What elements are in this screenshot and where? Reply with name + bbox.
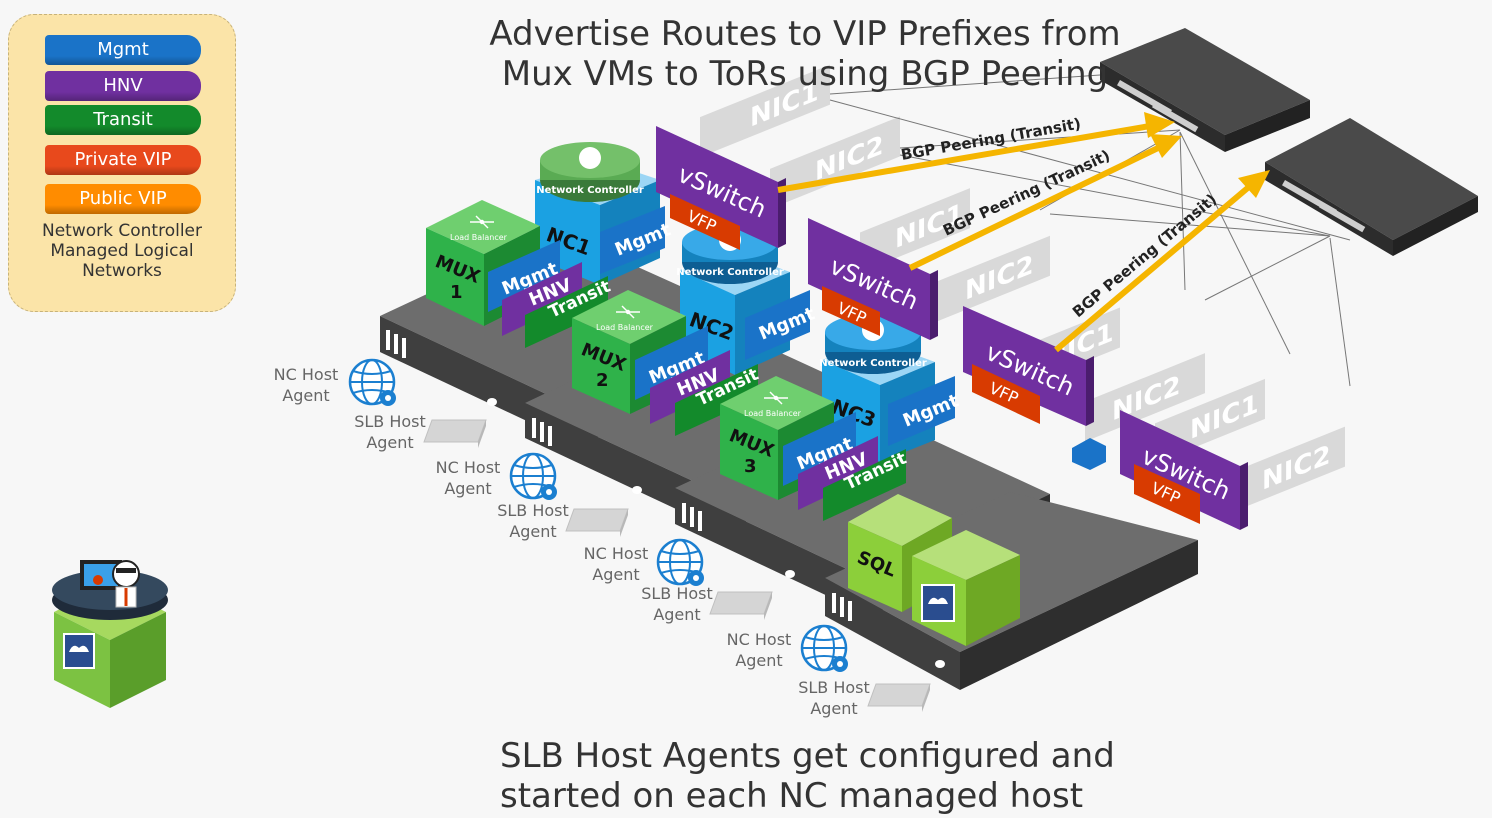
- footer-caption: SLB Host Agents get configured and start…: [500, 736, 1220, 816]
- slb-host-agent-label: Agent: [810, 699, 857, 718]
- nc-host-agent-label: NC Host: [274, 365, 339, 384]
- slb-host-agent-label: Agent: [653, 605, 700, 624]
- lb-icon-label: Load Balancer: [744, 409, 802, 418]
- mux1-vm: Load Balancer MUX 1 Mgmt HNV Transit: [426, 200, 614, 348]
- legend-transit: Transit: [45, 105, 201, 135]
- vswitch-3: vSwitch VFP: [963, 306, 1094, 426]
- mux3-number: 3: [744, 456, 757, 477]
- nc-host-agent-label: NC Host: [584, 544, 649, 563]
- title-line-1: Advertise Routes to VIP Prefixes from: [489, 14, 1121, 54]
- legend-panel: Mgmt HNV Transit Private VIP Public VIP …: [8, 14, 236, 312]
- nc-host-agent-label: Agent: [592, 565, 639, 584]
- page-title: Advertise Routes to VIP Prefixes from Mu…: [430, 14, 1180, 94]
- host-agents-2: NC Host Agent SLB Host Agent: [436, 452, 629, 541]
- lb-icon-label: Load Balancer: [450, 233, 508, 242]
- load-balancer-icon: [565, 508, 629, 538]
- legend-hnv: HNV: [45, 71, 201, 101]
- load-balancer-icon: [867, 683, 931, 713]
- legend-mgmt: Mgmt: [45, 35, 201, 65]
- globe-icon: [348, 358, 398, 408]
- legend-caption: Network Controller Managed Logical Netwo…: [17, 221, 227, 281]
- sql-vm: SQL: [848, 494, 1020, 646]
- legend-caption-line-3: Networks: [82, 261, 162, 281]
- nc-host-agent-label: Agent: [444, 479, 491, 498]
- nc-icon-label: Network Controller: [819, 358, 927, 369]
- slb-host-agent-label: Agent: [509, 522, 556, 541]
- host-agents-1: NC Host Agent SLB Host Agent: [274, 358, 487, 452]
- legend-caption-line-2: Managed Logical: [50, 241, 194, 261]
- blue-nic-port: [1072, 438, 1106, 470]
- tor-switch-1: [1100, 28, 1310, 152]
- nc-host-agent-label: NC Host: [727, 630, 792, 649]
- bgp-label-3: BGP Peering (Transit): [1069, 190, 1220, 321]
- mux1-number: 1: [450, 282, 463, 303]
- admin-workstation-icon: [52, 560, 168, 708]
- slb-host-agent-label: SLB Host: [798, 678, 870, 697]
- globe-icon: [656, 538, 706, 588]
- load-balancer-icon: [423, 419, 487, 449]
- slb-host-agent-label: Agent: [366, 433, 413, 452]
- nc-host-agent-label: NC Host: [436, 458, 501, 477]
- globe-icon: [800, 624, 850, 674]
- nc-icon-label: Network Controller: [536, 185, 644, 196]
- globe-icon: [509, 452, 559, 502]
- cabling-lines: [829, 74, 1351, 387]
- slb-host-agent-label: SLB Host: [354, 412, 426, 431]
- mux2-number: 2: [596, 370, 609, 391]
- host-agents-4: NC Host Agent SLB Host Agent: [727, 624, 931, 718]
- load-balancer-icon: [709, 591, 773, 621]
- tor-switch-2: [1265, 118, 1478, 256]
- footer-line-2: started on each NC managed host: [500, 776, 1084, 816]
- slb-host-agent-label: SLB Host: [641, 584, 713, 603]
- nc-icon-label: Network Controller: [676, 267, 784, 278]
- vswitch-2: vSwitch VFP: [808, 218, 938, 340]
- nc-host-agent-label: Agent: [282, 386, 329, 405]
- legend-public-vip: Public VIP: [45, 184, 201, 214]
- bgp-label-1: BGP Peering (Transit): [900, 115, 1083, 164]
- legend-caption-line-1: Network Controller: [41, 221, 202, 241]
- host-agents-3: NC Host Agent SLB Host Agent: [584, 538, 773, 624]
- footer-line-1: SLB Host Agents get configured and: [500, 736, 1115, 776]
- nc-host-agent-label: Agent: [735, 651, 782, 670]
- lb-icon-label: Load Balancer: [596, 323, 654, 332]
- title-line-2: Mux VMs to ToRs using BGP Peering: [501, 54, 1109, 94]
- mux3-vm: Load Balancer MUX 3 Mgmt HNV Transit: [720, 376, 910, 521]
- legend-private-vip: Private VIP: [45, 145, 201, 175]
- slb-host-agent-label: SLB Host: [497, 501, 569, 520]
